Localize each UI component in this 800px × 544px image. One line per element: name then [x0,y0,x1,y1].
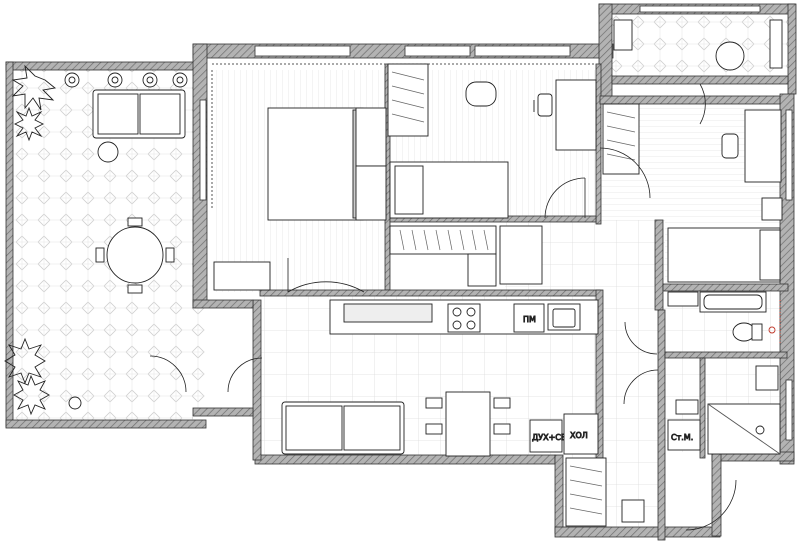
shower-icon [707,403,781,455]
entry-terrace-floor [150,306,205,414]
dining-table-icon [425,391,511,457]
hob-icon [447,303,481,333]
windows [199,5,793,441]
balcony-floor [612,14,788,76]
bed-icon [389,161,509,219]
dining-table-icon [95,217,175,294]
second-bedroom [602,103,783,283]
bathrooms [667,291,781,455]
planter-icons [64,72,188,410]
living-room: ДУХ+СВЧ ХОЛ [281,391,599,457]
door-swing-icon [149,83,737,531]
fridge-label: ХОЛ [570,431,588,440]
fridge-icon [563,413,599,455]
bed-icon [267,107,387,221]
desk-icon [555,79,597,151]
washing-machine-icon [667,419,701,451]
side-table-icon [97,141,119,163]
kitchen: ПМ [329,299,599,335]
sofa-icon [281,401,405,455]
hood-icon [343,303,433,323]
balcony [613,19,783,71]
bathtub-icon [699,291,767,313]
closet-icon [565,457,607,527]
sofa-icon [92,89,186,139]
oven-microwave-icon [529,419,563,453]
bed-icon [667,227,781,283]
oven-microwave-label: ДУХ+СВЧ [532,433,572,442]
closet-icon [387,63,429,137]
wardrobe-icon [389,225,497,255]
washing-machine-label: Ст.М. [671,433,693,442]
plant-icon [4,64,57,416]
sink-icon [547,303,581,331]
kids-room [389,79,597,287]
armchair-icon [465,81,497,107]
entry-hall: Ст.М. [565,419,701,527]
dishwasher-icon [513,303,545,333]
armchair-icon [715,41,745,71]
chair-icon [721,133,739,159]
terrace-furniture [4,64,188,416]
dresser-icon [213,261,271,291]
dishwasher-label: ПМ [523,315,536,324]
wardrobe-icon [602,103,640,175]
chair-icon [533,93,553,117]
toilet-icon [732,322,763,342]
desk-icon [744,109,782,183]
master-bedroom [213,63,429,291]
